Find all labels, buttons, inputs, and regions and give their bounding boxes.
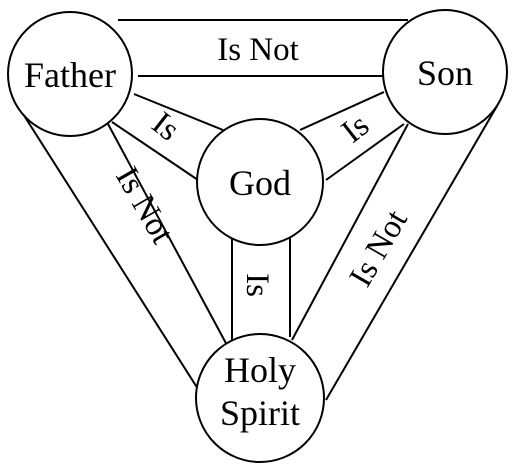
node-father-label: Father: [24, 55, 116, 95]
node-holy-spirit-label-line1: Holy: [224, 350, 296, 390]
node-son-label: Son: [417, 53, 473, 93]
node-god: God: [196, 118, 324, 246]
node-holy-spirit: Holy Spirit: [195, 333, 325, 463]
label-son-god: Is: [335, 107, 376, 150]
label-father-holy-spirit: Is Not: [108, 161, 180, 250]
node-father: Father: [7, 11, 133, 137]
band-son-god: [299, 91, 405, 181]
node-god-label: God: [229, 163, 291, 203]
band-god-holy-spirit: [231, 237, 291, 342]
label-father-son: Is Not: [217, 32, 299, 68]
band-son-holy-spirit: [291, 105, 498, 401]
node-holy-spirit-label-line2: Spirit: [220, 393, 300, 433]
label-holy-spirit-god: Is: [239, 273, 275, 297]
node-son: Son: [382, 9, 508, 135]
band-father-holy-spirit: [17, 105, 229, 401]
band-father-god: [111, 93, 224, 181]
label-son-holy-spirit: Is Not: [343, 204, 415, 293]
band-father-son: [118, 19, 408, 77]
